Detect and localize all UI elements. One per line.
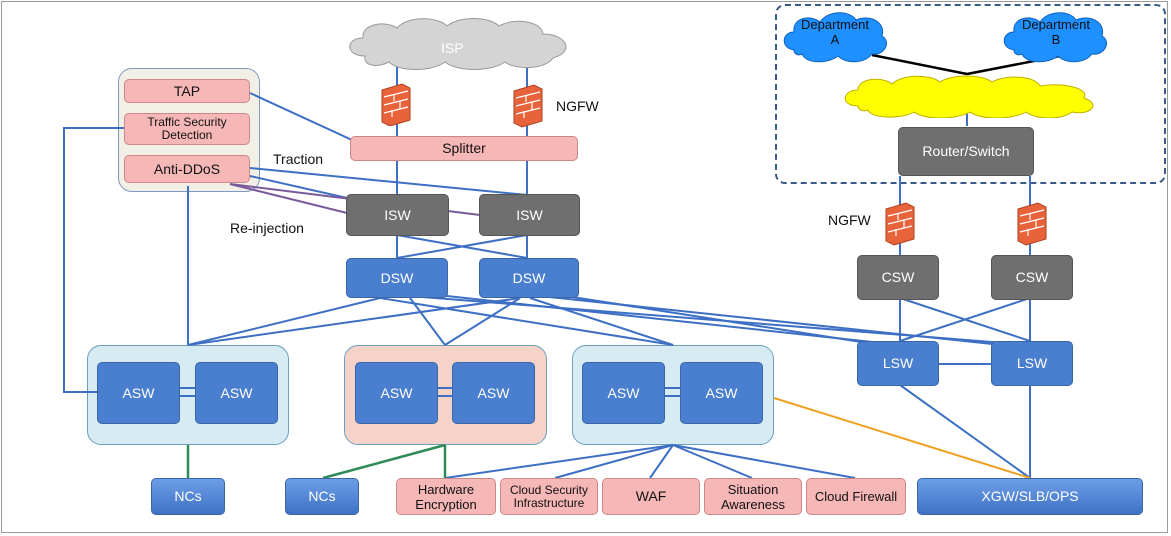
department-a-cloud-icon <box>783 12 887 63</box>
lsw-node-right: LSW <box>991 341 1073 386</box>
router-switch-node: Router/Switch <box>898 127 1034 176</box>
ngfw-label-top: NGFW <box>556 98 599 114</box>
firewall-icon <box>1017 202 1047 246</box>
xgw-slb-ops-node: XGW/SLB/OPS <box>917 478 1143 515</box>
network-cloud-icon <box>844 75 1094 118</box>
reinjection-label: Re-injection <box>230 220 304 236</box>
traffic-security-detection-node: Traffic Security Detection <box>124 113 250 145</box>
ncs-node-right: NCs <box>285 478 359 515</box>
dsw-node-right: DSW <box>479 258 579 298</box>
firewall-icon <box>513 84 543 128</box>
csw-node-left: CSW <box>857 255 939 300</box>
csw-node-right: CSW <box>991 255 1073 300</box>
isp-cloud-icon <box>349 18 567 70</box>
cloud-firewall-node: Cloud Firewall <box>806 478 906 515</box>
asw-node: ASW <box>97 362 180 424</box>
firewall-icon <box>885 202 915 246</box>
cloud-security-infrastructure-node: Cloud Security Infrastructure <box>500 478 598 515</box>
hardware-encryption-node: Hardware Encryption <box>396 478 496 515</box>
ncs-node-left: NCs <box>151 478 225 515</box>
lsw-node-left: LSW <box>857 341 939 386</box>
department-b-cloud-icon <box>1003 12 1107 63</box>
asw-node: ASW <box>680 362 763 424</box>
isp-label: ISP <box>441 40 464 56</box>
traction-label: Traction <box>273 151 324 167</box>
asw-node: ASW <box>195 362 278 424</box>
department-a-label: Department A <box>801 17 869 47</box>
situation-awareness-node: Situation Awareness <box>704 478 802 515</box>
department-b-label: Department B <box>1022 17 1090 47</box>
asw-node: ASW <box>452 362 535 424</box>
isw-node-right: ISW <box>479 194 580 236</box>
splitter-node: Splitter <box>350 136 578 161</box>
tap-node: TAP <box>124 79 250 103</box>
anti-ddos-node: Anti-DDoS <box>124 155 250 183</box>
asw-node: ASW <box>582 362 665 424</box>
asw-node: ASW <box>355 362 438 424</box>
isw-node-left: ISW <box>346 194 449 236</box>
ngfw-label-right: NGFW <box>828 212 871 228</box>
dsw-node-left: DSW <box>346 258 448 298</box>
firewall-icon <box>381 83 411 126</box>
waf-node: WAF <box>602 478 700 515</box>
department-zone <box>775 4 1166 184</box>
